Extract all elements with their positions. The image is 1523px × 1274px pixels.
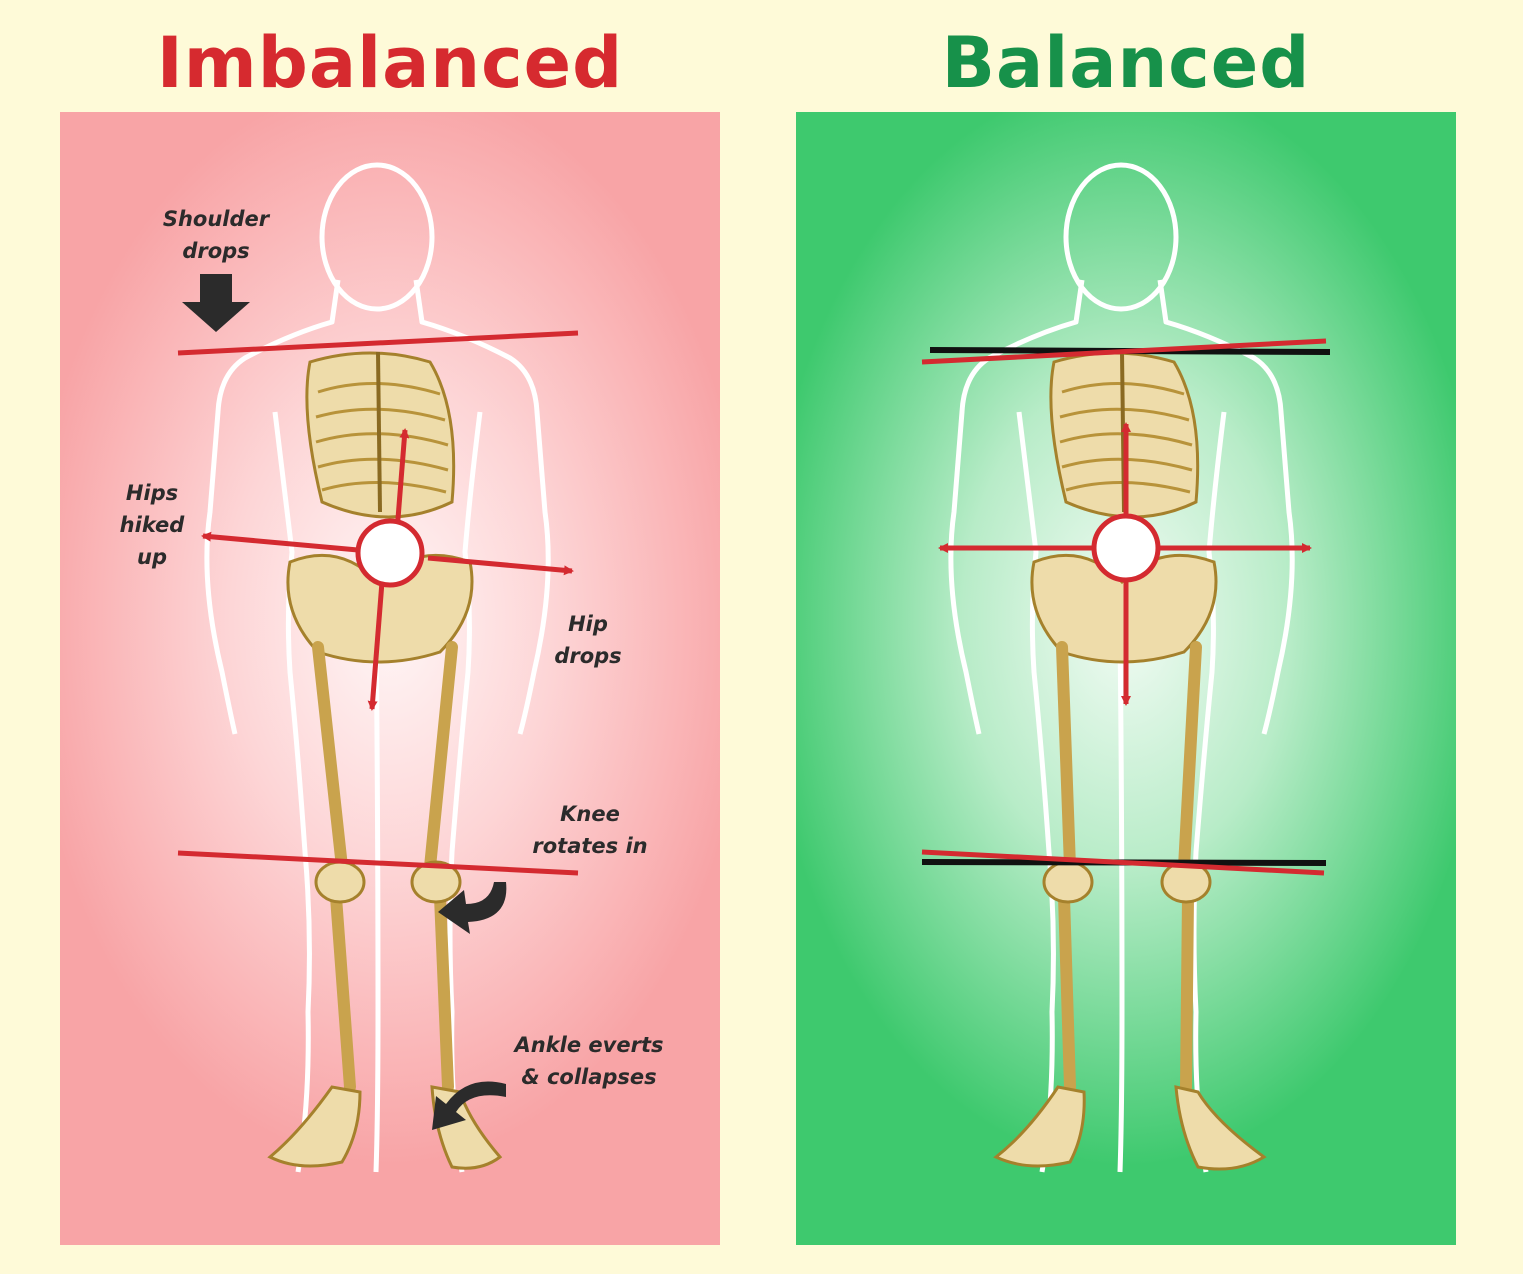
center-of-gravity-circle	[1091, 513, 1161, 583]
hip-drops-label: Hip drops	[554, 612, 622, 668]
body-outline	[948, 162, 1295, 1173]
shoulder-alignment-line	[921, 338, 1327, 365]
knee-rotate-arrow-icon	[438, 882, 507, 934]
knee-alignment-line	[177, 850, 579, 876]
feet	[993, 1085, 1267, 1171]
knees	[1042, 860, 1212, 904]
imbalanced-panel: Shoulder drops Hips hiked up Hip drops K…	[60, 112, 720, 1245]
skeleton	[993, 351, 1267, 1171]
ankle-collapse-arrow-icon	[432, 1081, 506, 1130]
imbalanced-figure	[177, 162, 579, 1173]
balance-arrows	[938, 422, 1312, 706]
hips-hiked-up-label: Hips hiked up	[119, 481, 185, 569]
knee-alignment-line	[921, 849, 1325, 876]
shoulder-alignment-line	[177, 330, 579, 356]
knee-rotates-in-label: Knee rotates in	[532, 802, 648, 858]
balanced-panel	[796, 112, 1456, 1245]
shoulder-drops-label: Shoulder drops	[162, 207, 270, 263]
imbalanced-title: Imbalanced	[156, 22, 624, 104]
ankle-everts-label: Ankle everts & collapses	[514, 1033, 664, 1089]
center-of-gravity-circle	[355, 518, 425, 588]
ribcage	[305, 351, 456, 519]
balanced-figure	[921, 162, 1331, 1173]
skeleton	[267, 351, 503, 1170]
legs	[312, 641, 458, 1093]
balanced-title: Balanced	[941, 22, 1311, 104]
knees	[314, 860, 462, 904]
legs	[1056, 641, 1202, 1093]
shoulder-down-arrow-icon	[182, 274, 250, 332]
